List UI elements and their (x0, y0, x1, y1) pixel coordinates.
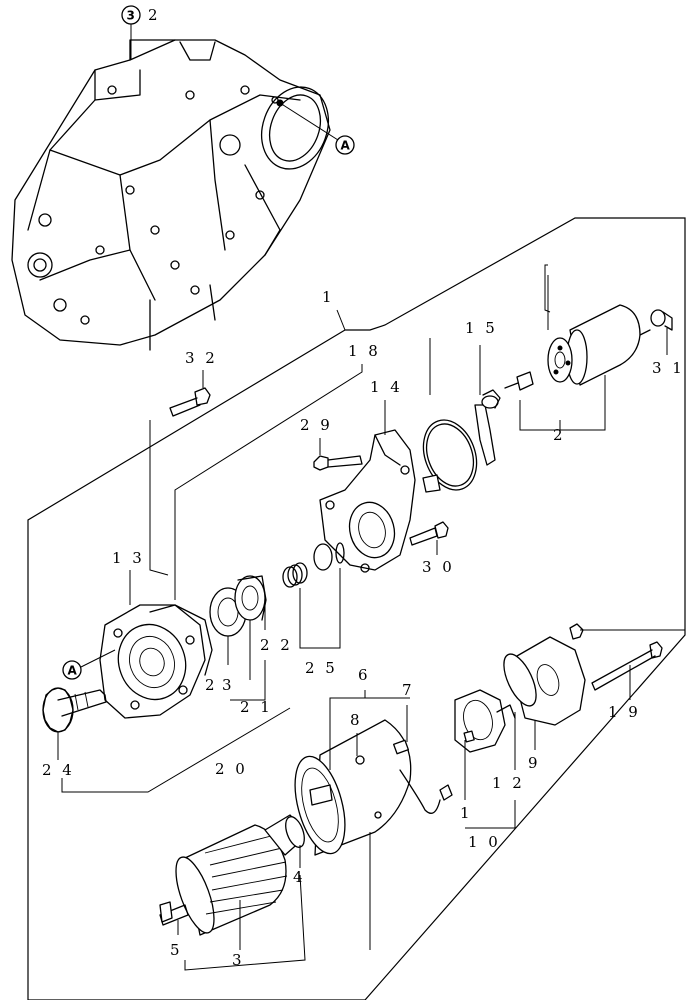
callout-4-group: 4 (293, 845, 306, 886)
callout-9: 9 (528, 754, 541, 772)
rear-end-frame (503, 636, 586, 726)
callout-14-group: 1 4 (370, 378, 403, 435)
armature (159, 814, 305, 936)
callout-31-group: 3 1 (652, 328, 685, 377)
ref-a-lower: A (62, 649, 116, 680)
ref-a-lower-label: A (68, 664, 78, 678)
ref-a-upper: A (276, 99, 355, 155)
spring-25 (282, 542, 345, 588)
callout-24-group: 2 4 (42, 732, 75, 779)
callout-18-group: 1 8 (174, 342, 381, 600)
callout-10-group: 1 0 (465, 800, 516, 851)
callout-25-group: 2 5 (299, 568, 341, 677)
callout-19-group: 1 9 (580, 629, 685, 721)
ref-circle-label: 3 (127, 9, 135, 23)
callout-18: 1 8 (348, 342, 381, 360)
callout-3-group: 3 (184, 874, 306, 971)
shift-lever (474, 389, 501, 466)
callout-6-group: 6 (329, 666, 410, 770)
callout-6: 6 (358, 666, 371, 684)
callout-9-group: 9 (528, 720, 541, 772)
rubber-pad (422, 474, 441, 493)
callout-32: 3 2 (185, 349, 218, 367)
callout-1b-group: 1 (460, 740, 473, 822)
callout-30: 3 0 (422, 558, 455, 576)
through-bolt (591, 641, 663, 691)
callout-29-group: 2 9 (300, 416, 333, 455)
callout-1b: 1 (460, 804, 473, 822)
screw-top (569, 623, 584, 640)
drive-housing (319, 429, 416, 573)
callout-4: 4 (293, 868, 306, 886)
solenoid-switch (504, 304, 651, 391)
callout-31: 3 1 (652, 359, 685, 377)
callout-24: 2 4 (42, 761, 75, 779)
ref-a-upper-label: A (341, 139, 351, 153)
assembly-frame (27, 217, 686, 1000)
callout-15: 1 5 (465, 319, 498, 337)
yoke-assembly (294, 719, 453, 856)
bolt-29 (313, 455, 363, 471)
callout-32-group: 3 2 (185, 349, 218, 388)
callout-20-group: 2 0 (61, 707, 291, 793)
callout-29: 2 9 (300, 416, 333, 434)
callout-12-group: 1 2 (492, 712, 525, 792)
callout-10: 1 0 (468, 833, 501, 851)
callout-3: 3 (232, 951, 245, 969)
gasket-13 (149, 604, 213, 676)
callout-1: 1 (322, 288, 335, 306)
callout-20: 2 0 (215, 760, 248, 778)
callout-2: 2 (553, 426, 566, 444)
callout-15-group: 1 5 (465, 319, 498, 395)
callout-8: 8 (350, 711, 363, 729)
callout-30-group: 3 0 (422, 540, 455, 576)
callout-22: 2 2 (260, 636, 293, 654)
seal-ring (422, 419, 478, 491)
callout-7-group: 7 (402, 681, 415, 742)
bolt-32 (169, 387, 211, 417)
callout-13-group: 1 3 (112, 549, 145, 605)
callout-12: 1 2 (492, 774, 525, 792)
callout-25: 2 5 (305, 659, 338, 677)
bolt-30 (409, 521, 449, 546)
front-bracket (99, 604, 206, 719)
callout-14: 1 4 (370, 378, 403, 396)
callout-5: 5 (170, 941, 183, 959)
callout-7: 7 (402, 681, 415, 699)
callout-5-group: 5 (170, 920, 183, 959)
callout-21: 2 1 (240, 698, 273, 716)
ref-marker-top: 3 2 (121, 5, 161, 60)
overrunning-clutch (209, 575, 267, 637)
ref-top-number: 2 (148, 6, 161, 24)
callout-23-group: 2 3 (205, 636, 235, 694)
callout-8-group: 8 (350, 711, 363, 756)
brush-holder (454, 689, 516, 753)
callout-1-group: 1 (322, 288, 346, 331)
flywheel-housing (11, 39, 331, 351)
callout-13: 1 3 (112, 549, 145, 567)
callout-3b: 3 (222, 676, 235, 694)
terminal-boot (650, 309, 673, 331)
callout-2b: 2 (205, 676, 218, 694)
callout-21-group: 2 1 (240, 620, 273, 716)
callout-19: 1 9 (608, 703, 641, 721)
callout-22-group: 2 2 (230, 605, 293, 701)
pinion-gear (42, 687, 107, 733)
